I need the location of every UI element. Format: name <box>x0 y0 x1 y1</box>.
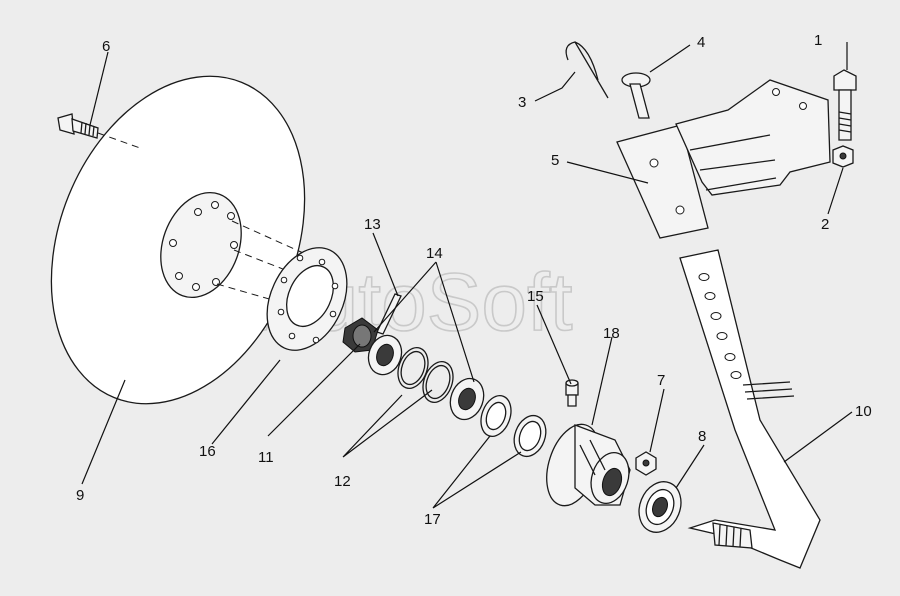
grease-fitting <box>565 379 579 407</box>
callout-3: 3 <box>518 94 526 111</box>
callout-10: 10 <box>855 403 872 420</box>
flange-plate <box>266 247 348 351</box>
mounting-bracket <box>616 79 831 239</box>
leader-lines <box>81 42 853 509</box>
castle-nut <box>342 317 379 353</box>
callout-labels: 1 2 3 4 5 6 7 8 9 10 11 12 13 14 15 16 1… <box>76 32 872 528</box>
callout-7: 7 <box>657 372 665 389</box>
callout-16: 16 <box>199 443 216 460</box>
dust-cap <box>638 481 682 533</box>
bracket-bolt <box>833 69 857 141</box>
callout-5: 5 <box>551 152 559 169</box>
callout-12: 12 <box>334 473 351 490</box>
spring-clip <box>565 41 609 99</box>
callout-6: 6 <box>102 38 110 55</box>
callout-11: 11 <box>258 449 274 466</box>
clevis-pin <box>621 72 651 119</box>
callout-1: 1 <box>814 32 822 49</box>
callout-14: 14 <box>426 245 443 262</box>
disc-blade <box>50 75 331 405</box>
disc-bolt <box>57 113 141 149</box>
hub <box>546 423 631 507</box>
callout-17: 17 <box>424 511 441 528</box>
callout-4: 4 <box>697 34 705 51</box>
hex-nut <box>635 451 657 476</box>
callout-9: 9 <box>76 487 84 504</box>
callout-15: 15 <box>527 288 544 305</box>
bearing-outer <box>449 377 485 421</box>
disc-arm <box>679 249 821 569</box>
seal-ring-b <box>513 414 547 458</box>
callout-2: 2 <box>821 216 829 233</box>
bracket-nut <box>832 145 854 168</box>
snap-ring-b <box>422 361 454 403</box>
seal-ring-a <box>480 395 512 437</box>
callout-13: 13 <box>364 216 381 233</box>
callout-8: 8 <box>698 428 706 445</box>
bearing-inner <box>367 334 403 376</box>
callout-18: 18 <box>603 325 620 342</box>
cotter-pin <box>376 293 402 335</box>
